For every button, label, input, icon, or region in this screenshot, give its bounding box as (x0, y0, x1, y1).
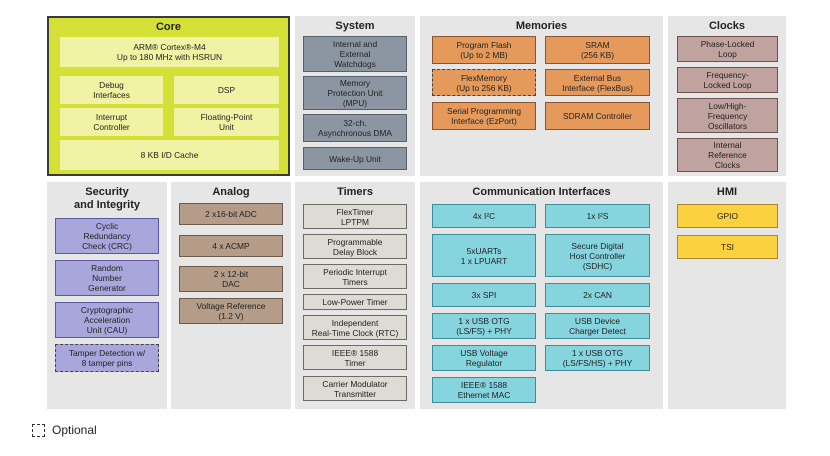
uarts-block: 5xUARTs 1 x LPUART (432, 234, 536, 277)
tsi-block: TSI (677, 235, 778, 259)
timers-panel: Timers FlexTimer LPTPM Programmable Dela… (295, 182, 415, 409)
sram-block: SRAM (256 KB) (545, 36, 650, 64)
adc-block: 2 x16-bit ADC (179, 203, 283, 225)
mpu-block: Memory Protection Unit (MPU) (303, 76, 407, 110)
core-title: Core (155, 21, 182, 33)
voltage-reference-block: Voltage Reference (1.2 V) (179, 298, 283, 324)
usb-otg-fs-block: 1 x USB OTG (LS/FS) + PHY (432, 313, 536, 339)
carrier-modulator-block: Carrier Modulator Transmitter (303, 376, 407, 401)
rng-block: Random Number Generator (55, 260, 159, 296)
dsp-block: DSP (174, 76, 279, 104)
analog-title: Analog (212, 186, 250, 198)
cache-block: 8 KB I/D Cache (60, 140, 279, 170)
sdhc-block: Secure Digital Host Controller (SDHC) (545, 234, 650, 277)
spi-block: 3x SPI (432, 283, 536, 307)
analog-panel: Analog 2 x16-bit ADC 4 x ACMP 2 x 12-bit… (171, 182, 291, 409)
usb-voltage-regulator-block: USB Voltage Regulator (432, 345, 536, 371)
ethernet-mac-block: IEEE® 1588 Ethernet MAC (432, 377, 536, 403)
i2s-block: 1x I²S (545, 204, 650, 228)
dma-block: 32-ch. Asynchronous DMA (303, 114, 407, 142)
external-bus-interface-block: External Bus Interface (FlexBus) (545, 69, 650, 96)
debug-interfaces-block: Debug Interfaces (60, 76, 163, 104)
memories-panel: Memories Program Flash (Up to 2 MB) SRAM… (420, 16, 663, 176)
optional-legend-label: Optional (52, 423, 97, 437)
comm-title: Communication Interfaces (472, 186, 611, 198)
comm-panel: Communication Interfaces 4x I²C 1x I²S 5… (420, 182, 663, 409)
gpio-block: GPIO (677, 204, 778, 228)
crc-block: Cyclic Redundancy Check (CRC) (55, 218, 159, 254)
cau-block: Cryptographic Acceleration Unit (CAU) (55, 302, 159, 338)
rtc-block: Independent Real-Time Clock (RTC) (303, 315, 407, 340)
ezport-block: Serial Programming Interface (EzPort) (432, 102, 536, 130)
can-block: 2x CAN (545, 283, 650, 307)
floating-point-unit-block: Floating-Point Unit (174, 108, 279, 136)
ieee1588-timer-block: IEEE® 1588 Timer (303, 345, 407, 370)
low-power-timer-block: Low-Power Timer (303, 294, 407, 310)
i2c-block: 4x I²C (432, 204, 536, 228)
hmi-panel: HMI GPIO TSI (668, 182, 786, 409)
hmi-title: HMI (716, 186, 738, 198)
timers-title: Timers (337, 186, 373, 198)
system-panel: System Internal and External Watchdogs M… (295, 16, 415, 176)
optional-legend-swatch (32, 424, 45, 437)
security-title: Security and Integrity (73, 186, 140, 211)
memories-title: Memories (515, 20, 568, 32)
pll-block: Phase-Locked Loop (677, 36, 778, 62)
programmable-delay-block: Programmable Delay Block (303, 234, 407, 259)
wake-up-unit-block: Wake-Up Unit (303, 147, 407, 170)
security-panel: Security and Integrity Cyclic Redundancy… (47, 182, 167, 409)
oscillators-block: Low/High- Frequency Oscillators (677, 98, 778, 133)
flextimer-block: FlexTimer LPTPM (303, 204, 407, 229)
dac-block: 2 x 12-bit DAC (179, 266, 283, 292)
clocks-panel: Clocks Phase-Locked Loop Frequency- Lock… (668, 16, 786, 176)
acmp-block: 4 x ACMP (179, 235, 283, 257)
watchdogs-block: Internal and External Watchdogs (303, 36, 407, 72)
interrupt-controller-block: Interrupt Controller (60, 108, 163, 136)
system-title: System (335, 20, 375, 32)
tamper-detection-block: Tamper Detection w/ 8 tamper pins (55, 344, 159, 372)
usb-charger-detect-block: USB Device Charger Detect (545, 313, 650, 339)
arm-cortex-m4-block: ARM® Cortex®-M4 Up to 180 MHz with HSRUN (60, 37, 279, 67)
internal-reference-clocks-block: Internal Reference Clocks (677, 138, 778, 172)
clocks-title: Clocks (708, 20, 746, 32)
sdram-controller-block: SDRAM Controller (545, 102, 650, 130)
program-flash-block: Program Flash (Up to 2 MB) (432, 36, 536, 64)
flexmemory-block: FlexMemory (Up to 256 KB) (432, 69, 536, 96)
core-panel: Core ARM® Cortex®-M4 Up to 180 MHz with … (47, 16, 290, 176)
fll-block: Frequency- Locked Loop (677, 67, 778, 93)
usb-otg-hs-block: 1 x USB OTG (LS/FS/HS) + PHY (545, 345, 650, 371)
periodic-interrupt-timers-block: Periodic Interrupt Timers (303, 264, 407, 289)
